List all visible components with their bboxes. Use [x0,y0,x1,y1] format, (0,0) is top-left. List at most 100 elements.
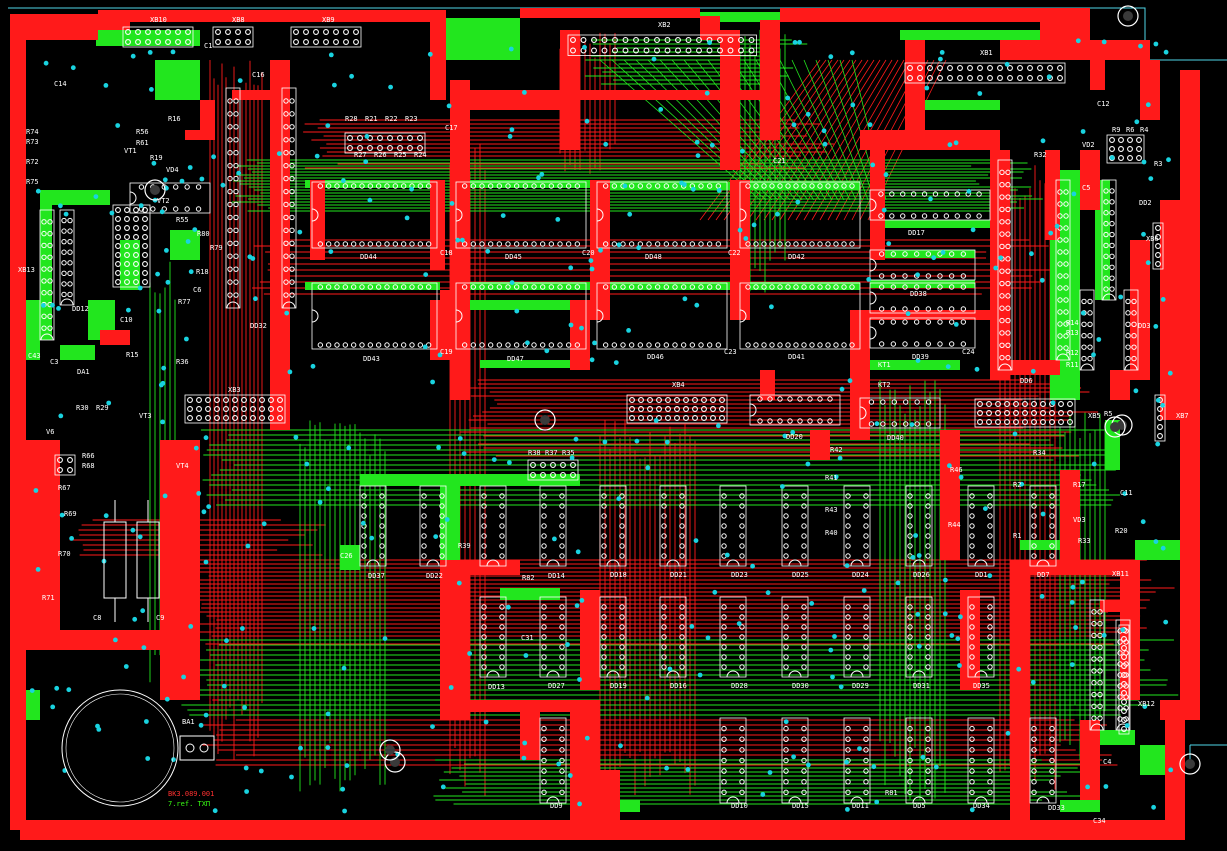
via [58,413,64,419]
ic-footprint [843,596,871,678]
via [582,44,587,50]
ic-pad [283,279,289,285]
via [130,527,136,533]
ic-pad [317,284,324,290]
via [1153,41,1159,47]
connector-pin [124,207,130,213]
ic-pad [557,183,563,189]
ic-pad [948,341,955,347]
ic-outline [311,282,438,350]
connector-pin [205,415,211,421]
ic-pad [841,241,847,247]
ic-pad [425,241,432,247]
ic-footprint [781,485,809,567]
ic-pad [907,513,913,519]
connector-pin [654,37,660,43]
via [1069,662,1075,667]
ic-pad [61,281,67,287]
connector-pin [397,135,403,141]
ic-pad [661,634,667,640]
connector-pin [675,47,681,54]
ic-pad [342,241,349,247]
connector-pin [225,29,231,35]
ic-pad [619,614,625,620]
connector-pin [1157,433,1163,439]
via [942,611,948,617]
signal-trace [635,59,779,201]
ic-pad [417,241,424,247]
via [193,445,199,451]
ic-pad [739,523,745,529]
via [1153,324,1159,329]
ic-pad [878,191,884,197]
via [1040,511,1046,517]
ic-pad [1063,273,1069,279]
ic-pad [745,284,751,290]
ic-pad [863,768,869,774]
label-r55: R55 [176,216,189,224]
connector-pin [133,207,139,213]
via [298,745,303,751]
ic-pad [761,342,767,348]
via [844,563,850,568]
power-trace [870,280,975,288]
ic-pad [334,284,340,290]
ic-pad [379,533,385,539]
ic-pad [801,284,807,290]
ic-pad [907,604,913,610]
ic-pad [522,241,529,247]
ic-pad [761,241,767,247]
via [556,761,562,767]
ic-notch [912,796,926,804]
label-r40: R40 [825,529,838,537]
ic-pad [1131,298,1137,305]
via [993,265,999,271]
via [525,340,530,346]
ic-pad [601,533,607,539]
ic-pad [350,284,357,290]
ic-pad [672,241,678,247]
ic-pad [283,214,289,221]
ic-pad [499,664,505,670]
connector-pin [142,225,148,231]
ic-footprint [1089,599,1105,731]
ic-pad [801,736,807,742]
label-c12: C12 [1097,100,1110,108]
ic-notch [311,208,319,222]
ic-pad [601,654,607,660]
connector-pin [142,261,148,267]
connector-pin [57,467,63,473]
ic-pad [761,183,767,189]
via [1140,519,1146,525]
ic-pad [417,284,424,290]
ic-pad [227,124,233,130]
ic-outline [1089,599,1105,731]
label-kt1: KT1 [878,361,891,369]
connector-pin [1037,75,1043,81]
ic-pad [679,493,685,499]
ic-outline [843,596,871,678]
via [603,141,609,147]
ic-pad [661,533,667,539]
via [822,141,828,147]
ic-notch [1056,353,1070,361]
ic-footprint [869,317,976,349]
via [767,770,773,775]
via [483,719,489,725]
label-kt2: KT2 [878,381,891,389]
via [314,153,320,159]
via [514,308,520,314]
ic-pad [646,183,652,189]
via [340,786,346,792]
ic-pad [1097,620,1103,627]
via [644,695,650,701]
via [341,665,347,671]
via [456,580,462,586]
label-c23: C23 [724,348,737,356]
via [805,461,811,467]
connector-pin [957,65,963,71]
label-dd1: DD1 [975,571,988,579]
mounting-hole [534,409,556,431]
ic-pad [925,747,931,753]
